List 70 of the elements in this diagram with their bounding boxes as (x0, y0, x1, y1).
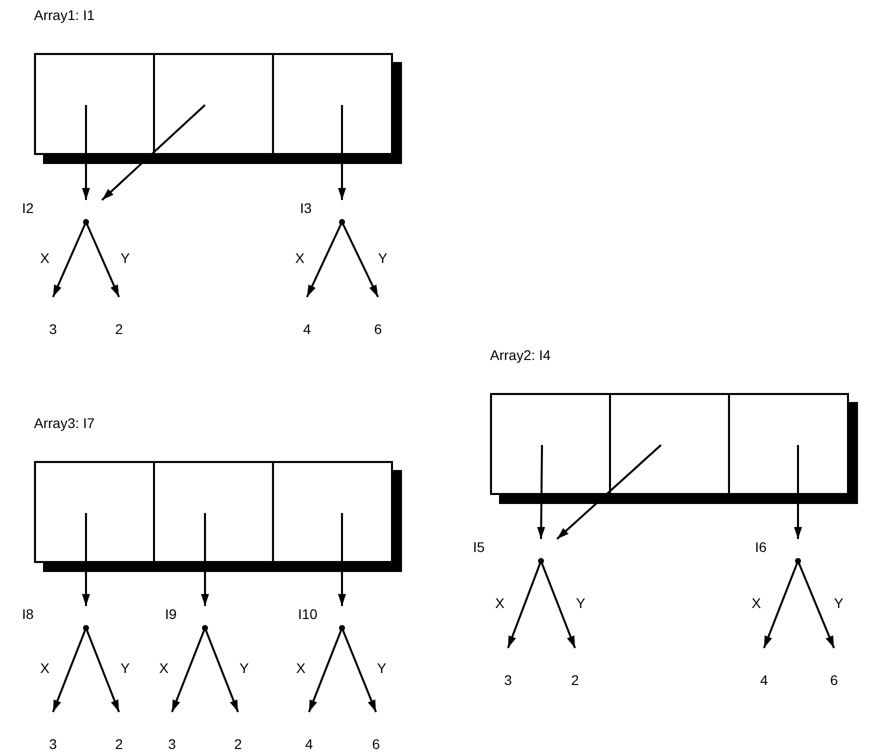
arrow (306, 222, 343, 298)
arrow (204, 628, 239, 712)
value-label: 3 (48, 321, 58, 337)
arrow (85, 628, 120, 712)
object-label: I3 (300, 200, 312, 216)
arrow (85, 222, 120, 298)
arrow (537, 444, 546, 540)
edge-label: Y (378, 250, 388, 266)
value-label: 4 (302, 321, 312, 337)
arrow (338, 105, 346, 200)
array-cell (609, 393, 730, 495)
value-label: 2 (114, 736, 124, 752)
value-label: 4 (759, 672, 769, 688)
value-label: 6 (829, 672, 839, 688)
edge-label: Y (240, 660, 249, 676)
value-label: 6 (373, 321, 383, 337)
arrow (52, 628, 87, 712)
arrow (101, 104, 206, 201)
arrow (794, 445, 802, 539)
array-cell (34, 53, 155, 155)
arrow (341, 222, 379, 298)
edge-label: X (295, 250, 304, 266)
value-label: 3 (503, 672, 513, 688)
arrow (308, 628, 343, 712)
edge-label: Y (834, 594, 844, 610)
value-label: 6 (371, 736, 381, 752)
arrow (763, 560, 799, 648)
edge-label: Y (120, 250, 130, 266)
arrow (201, 513, 209, 606)
value-label: 3 (48, 736, 58, 752)
arrow (338, 513, 346, 606)
array-cell (153, 53, 274, 155)
value-label: 3 (167, 736, 177, 752)
edge-label: X (296, 660, 306, 676)
array-heading: Array2: I4 (490, 347, 551, 363)
array-cell (728, 393, 849, 495)
edge-label: Y (377, 660, 386, 676)
arrow (341, 628, 377, 712)
edge-label: Y (120, 660, 130, 676)
array-heading: Array1: I1 (34, 7, 95, 23)
arrow (171, 628, 206, 712)
edge-label: X (40, 250, 50, 266)
arrow (82, 513, 90, 606)
arrow (540, 560, 576, 648)
object-label: I9 (165, 606, 177, 622)
arrow (797, 560, 835, 648)
arrow (82, 105, 90, 200)
value-label: 4 (304, 736, 314, 752)
object-label: I8 (22, 606, 34, 622)
array-cell (272, 461, 393, 563)
object-label: I5 (473, 539, 485, 555)
array-cell (34, 461, 155, 563)
edge-label: Y (576, 594, 586, 610)
object-label: I2 (22, 200, 34, 216)
object-label: I6 (755, 539, 767, 555)
object-label: I10 (298, 606, 318, 622)
arrow (52, 222, 87, 298)
edge-label: X (40, 660, 50, 676)
edge-label: X (159, 660, 168, 676)
value-label: 2 (233, 736, 243, 752)
arrow (507, 560, 542, 648)
array-cell (272, 53, 393, 155)
edge-label: X (495, 594, 504, 610)
array-cell (490, 393, 611, 495)
edge-label: X (752, 594, 761, 610)
array-heading: Array3: I7 (34, 415, 95, 431)
value-label: 2 (570, 672, 580, 688)
array-cell (153, 461, 274, 563)
value-label: 2 (114, 321, 124, 337)
arrow (556, 444, 662, 540)
